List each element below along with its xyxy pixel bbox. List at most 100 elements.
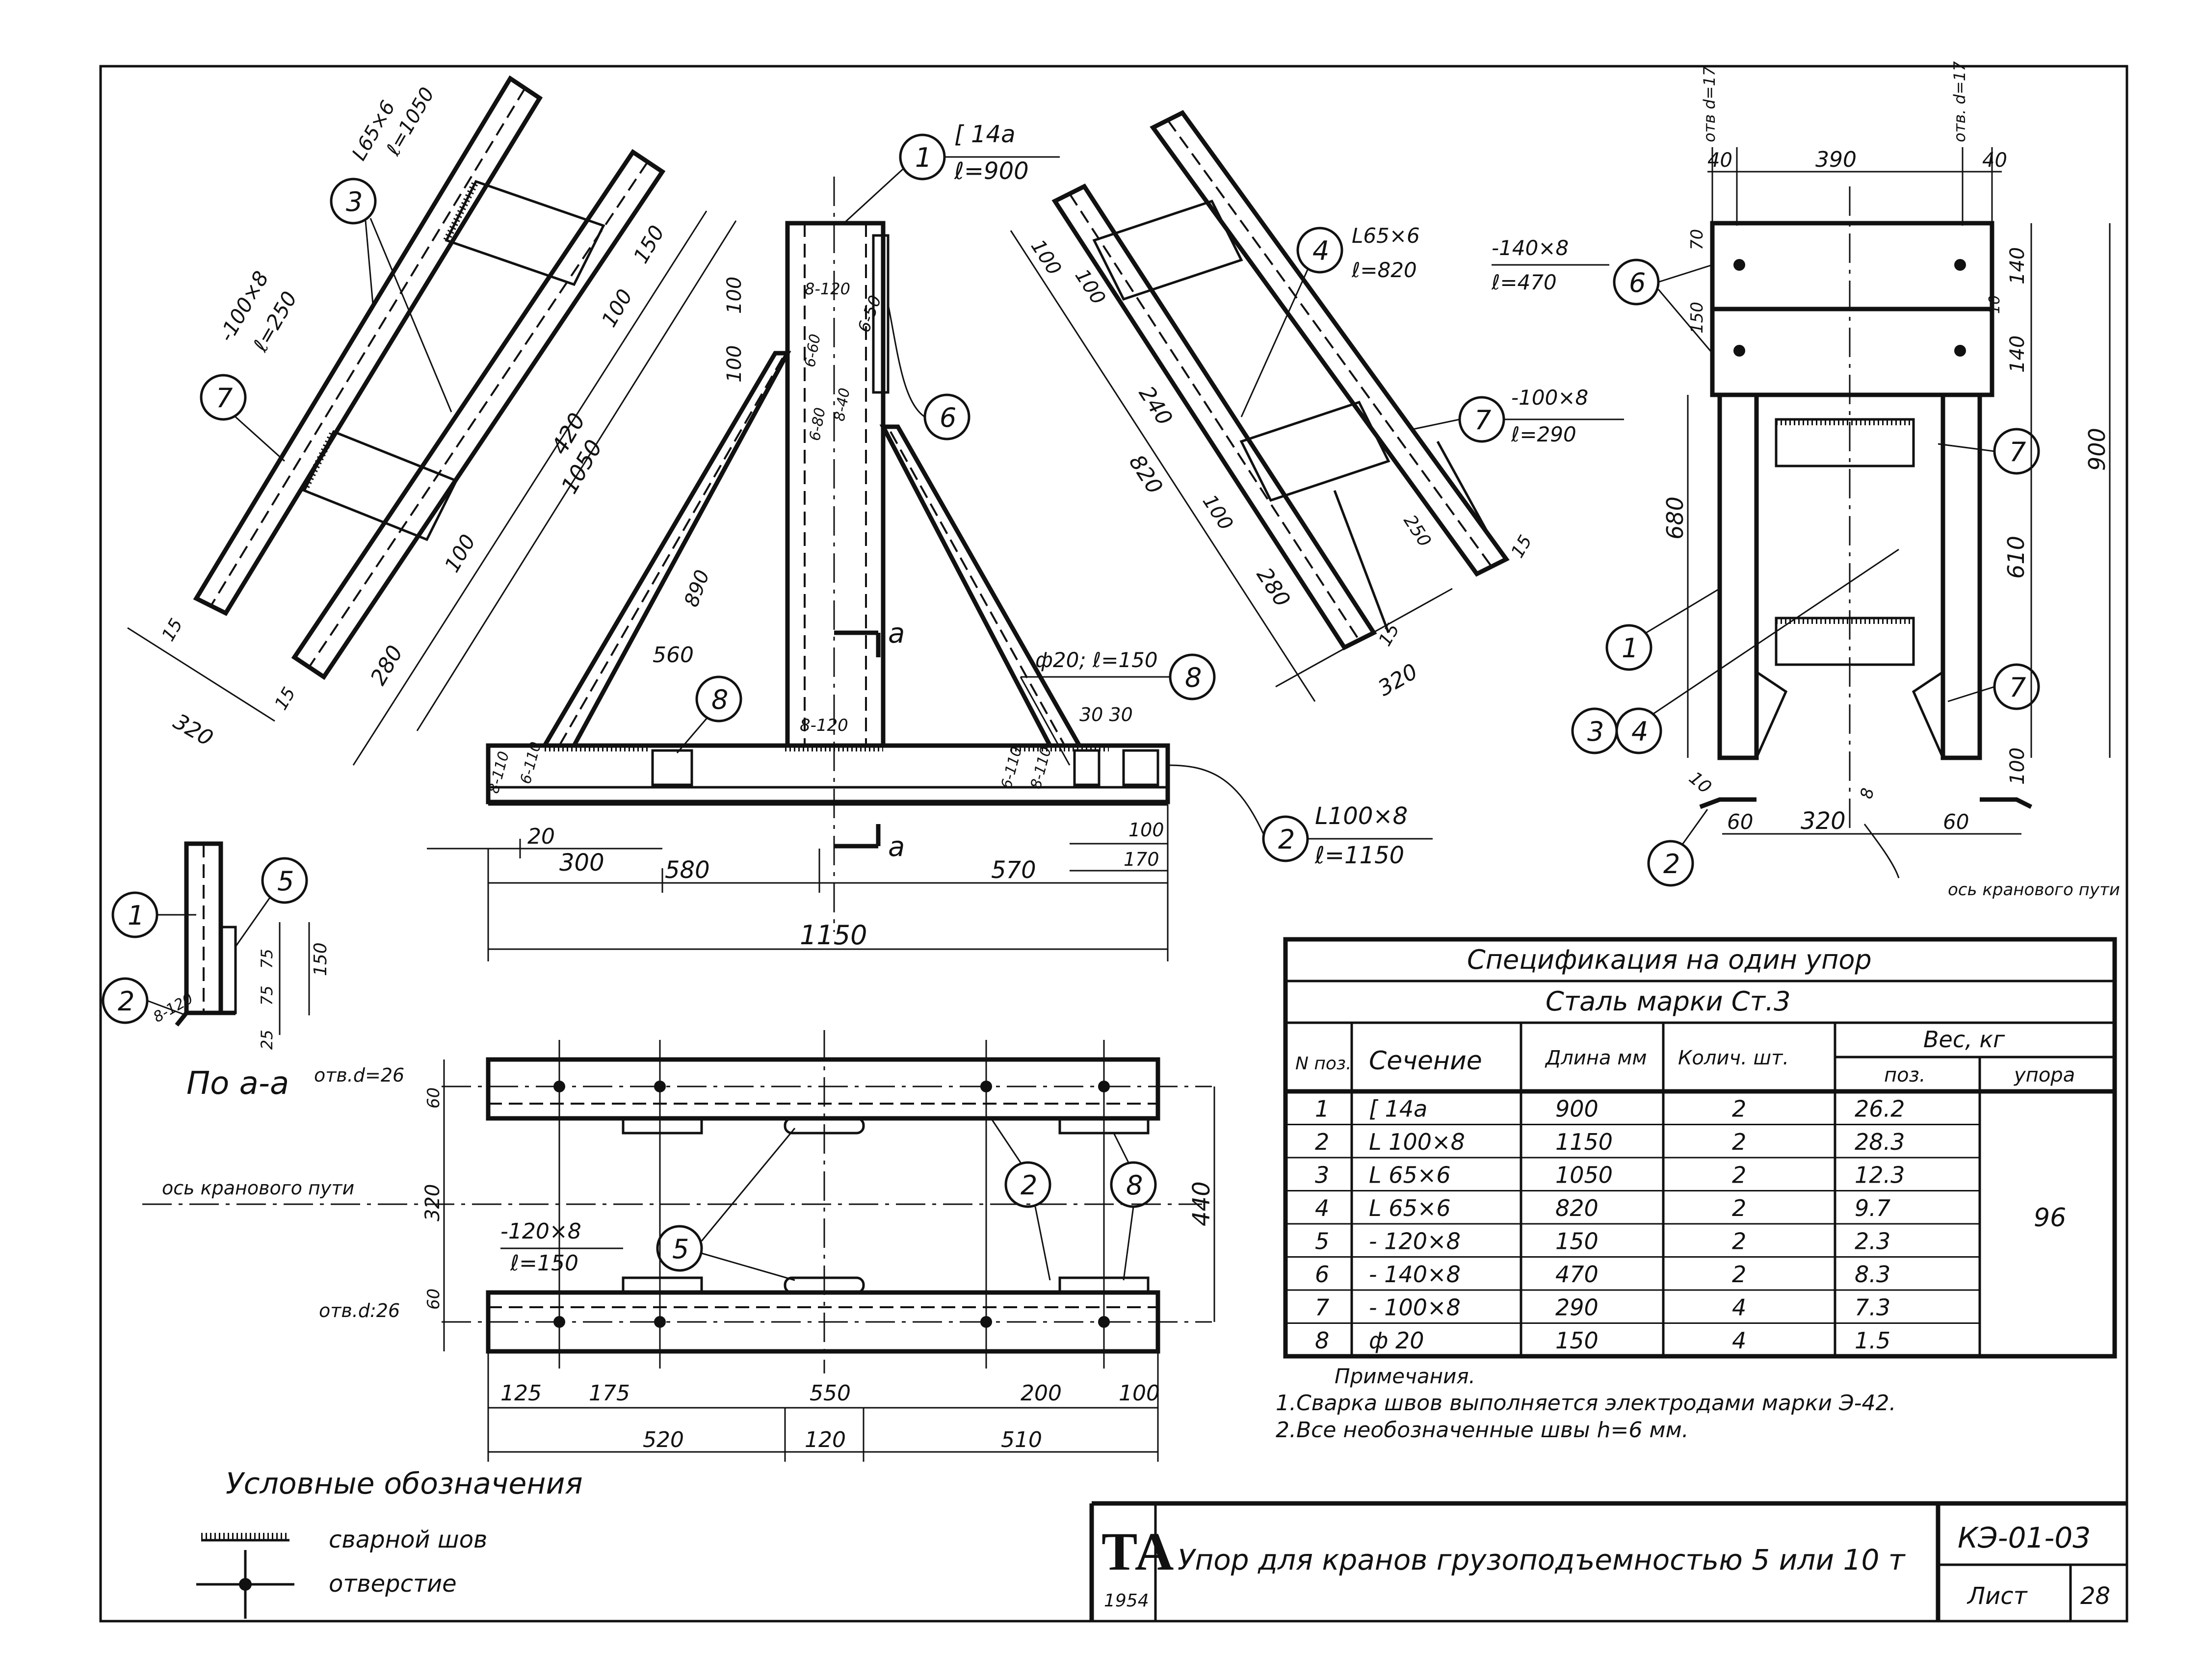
dim-820: 820 — [1124, 450, 1168, 498]
dim-100-r2: 100 — [1071, 265, 1110, 309]
callout-2-side — [1647, 840, 1694, 887]
plan-view: 125 175 550 200 100 520 120 510 60 320 6… — [142, 1030, 1215, 1462]
sheet-label: Лист — [1966, 1582, 2028, 1610]
dim-25: 25 — [258, 1030, 276, 1050]
svg-text:2: 2 — [1278, 824, 1295, 855]
spec-cell-section: L 100×8 — [1369, 1129, 1465, 1155]
front-elevation-view: 20 300 580 570 1150 100 170 30 30 560 89… — [427, 121, 1433, 961]
callout-3 — [330, 178, 377, 225]
spec-header-pos: N поз. — [1295, 1054, 1352, 1074]
spec-cell-qty: 2 — [1732, 1195, 1746, 1221]
label-length-470: ℓ=470 — [1491, 270, 1557, 294]
legend-hole: отверстие — [329, 1570, 457, 1598]
dim-560: 560 — [653, 643, 694, 668]
spec-cell-length: 150 — [1555, 1228, 1599, 1255]
svg-text:6: 6 — [940, 402, 956, 433]
svg-text:2: 2 — [1021, 1170, 1037, 1201]
legend: Условные обозначения сварной шов отверст… — [196, 1467, 583, 1619]
label-length-150: ℓ=150 — [510, 1251, 578, 1276]
dim-60-right: 60 — [1943, 810, 1969, 834]
drawing-code: КЭ-01-03 — [1958, 1521, 2091, 1554]
dim-15-b: 15 — [271, 684, 299, 713]
dim-320: 320 — [169, 709, 217, 751]
dim-10: 10 — [1986, 295, 2003, 314]
spec-cell-section: ф 20 — [1369, 1327, 1424, 1354]
dim-570: 570 — [991, 856, 1036, 884]
callout-5 — [261, 857, 308, 904]
dim-175: 175 — [589, 1381, 630, 1406]
note-1: 1.Сварка швов выполняется электродами ма… — [1276, 1391, 1896, 1416]
spec-cell-w: 7.3 — [1855, 1294, 1890, 1321]
section-a-a: 75 75 150 25 8-120 1 5 2 По а-а — [102, 841, 331, 1102]
hole-icon — [1733, 345, 1745, 357]
spec-cell-section: [ 14а — [1369, 1096, 1427, 1122]
spec-cell-pos: 6 — [1315, 1261, 1329, 1288]
plan-angle-top — [486, 1057, 1160, 1121]
dim-680: 680 — [1662, 496, 1688, 540]
svg-text:1: 1 — [1622, 633, 1638, 664]
spec-cell-qty: 2 — [1732, 1261, 1746, 1288]
dim-390: 390 — [1815, 147, 1857, 172]
gusset-plate-pos6-bottom — [1710, 307, 1994, 397]
notes: Примечания. 1.Сварка швов выполняется эл… — [1276, 1364, 1896, 1443]
dim-20: 20 — [527, 824, 555, 849]
spec-cell-pos: 3 — [1315, 1162, 1329, 1189]
spec-cell-w: 8.3 — [1855, 1261, 1890, 1288]
plate-7-right-lower — [1239, 400, 1390, 502]
label-crane-axis-side: ось кранового пути — [1948, 880, 2120, 900]
weld-6-110-right: 6-110 — [998, 745, 1025, 791]
dim-610: 610 — [2003, 536, 2029, 579]
svg-text:5: 5 — [277, 866, 294, 897]
svg-text:1: 1 — [915, 142, 932, 173]
plate-5-bottom — [622, 1276, 703, 1294]
legend-title: Условные обозначения — [226, 1467, 583, 1501]
weld-6-80: 6-80 — [806, 406, 829, 442]
svg-text:1: 1 — [128, 900, 144, 931]
hole-icon — [1733, 259, 1745, 271]
spec-cell-pos: 1 — [1315, 1096, 1329, 1122]
callout-1-side — [1605, 624, 1652, 671]
label-angle-100x8: L100×8 — [1315, 802, 1408, 830]
spec-cell-length: 820 — [1555, 1195, 1599, 1221]
right-brace-pos4 — [879, 424, 1083, 748]
dim-75-a: 75 — [258, 949, 276, 969]
gusset-plate-pos6-top — [1710, 221, 1994, 311]
spec-cell-w: 28.3 — [1855, 1129, 1905, 1155]
spec-cell-section: L 65×6 — [1369, 1195, 1451, 1221]
dim-30-30: 30 30 — [1079, 704, 1133, 725]
spec-header-qty: Колич. шт. — [1678, 1047, 1789, 1069]
hole-icon — [1954, 259, 1966, 271]
svg-text:6: 6 — [1629, 267, 1646, 298]
dim-100-plan: 100 — [1119, 1381, 1160, 1406]
logo-year: 1954 — [1104, 1591, 1149, 1611]
spec-cell-pos: 2 — [1315, 1129, 1329, 1155]
spec-header-length: Длина мм — [1545, 1047, 1647, 1069]
dim-60-left: 60 — [1727, 810, 1753, 834]
dim-320-r: 320 — [1374, 659, 1422, 701]
spec-cell-qty: 4 — [1732, 1327, 1746, 1354]
left-brace-pos3 — [541, 351, 791, 748]
svg-text:7: 7 — [2009, 437, 2026, 467]
svg-text:2: 2 — [1663, 849, 1680, 879]
dim-140-bottom: 140 — [2006, 336, 2029, 373]
logo-ta: ТА — [1101, 1522, 1174, 1581]
weld-8-120-base: 8-120 — [800, 716, 848, 735]
spec-cell-length: 1150 — [1555, 1129, 1613, 1155]
label-plate-120x8: -120×8 — [500, 1219, 581, 1244]
spec-cell-w: 26.2 — [1855, 1096, 1905, 1122]
plate-7-side-upper — [1775, 418, 1915, 467]
svg-text:3: 3 — [1587, 716, 1604, 747]
dim-100-lower: 100 — [440, 530, 480, 576]
spec-cell-pos: 8 — [1315, 1327, 1329, 1354]
label-channel-14a: [ 14а — [954, 121, 1015, 148]
dim-100-side: 100 — [2006, 748, 2029, 785]
spec-cell-qty: 4 — [1732, 1294, 1746, 1321]
label-crane-axis-plan: ось кранового пути — [162, 1177, 354, 1199]
side-view: 40 390 40 отв d=17 отв. d=17 70 150 140 … — [1571, 61, 2120, 900]
dim-40-left: 40 — [1707, 149, 1732, 172]
spec-cell-qty: 2 — [1732, 1162, 1746, 1189]
weld-6-50: 6-50 — [854, 293, 886, 335]
label-angle-65x6-pos4: L65×6 — [1352, 224, 1420, 248]
